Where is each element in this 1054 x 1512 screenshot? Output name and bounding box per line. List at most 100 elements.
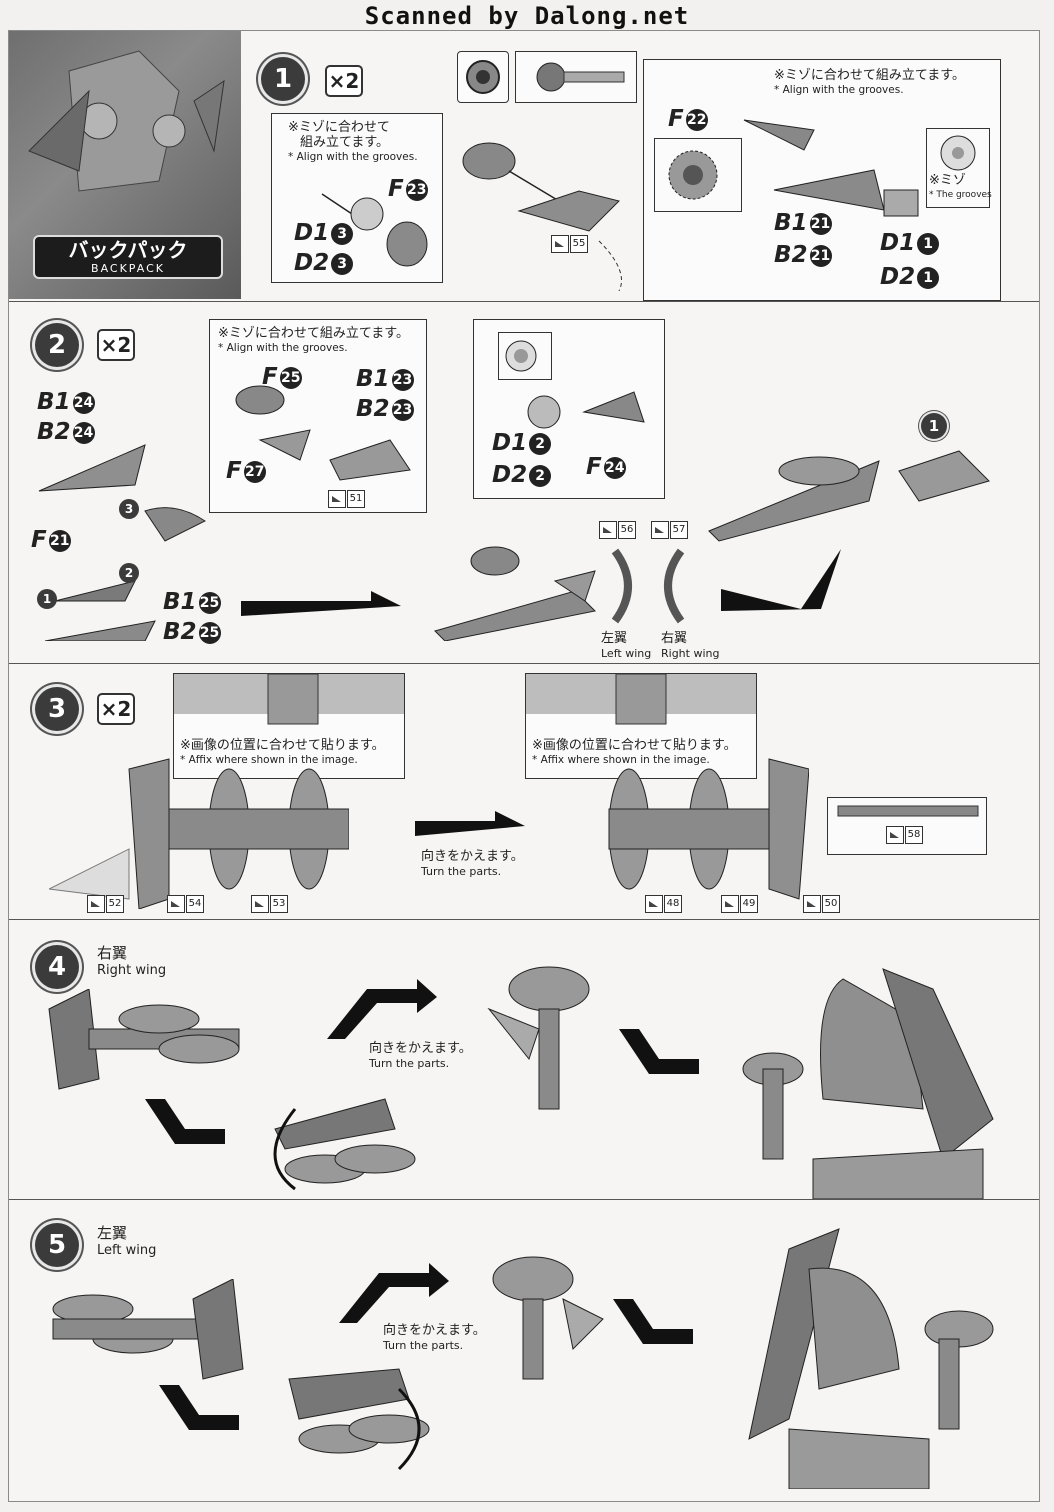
step-number: 2 [35, 323, 79, 367]
sticker-detail-callout: 58 [827, 797, 987, 855]
step-label-jp: 右翼 [97, 944, 128, 962]
left-wing-en: Left wing [601, 647, 652, 660]
groove-note: ※ミゾ * The grooves [929, 173, 992, 203]
step-number: 3 [35, 687, 79, 731]
sticker-number: 58 [905, 826, 923, 844]
sticker-icon [167, 895, 185, 913]
step-number: 5 [35, 1223, 79, 1267]
affix-callout-left: ※画像の位置に合わせて貼ります。 * Affix where shown in … [173, 673, 405, 779]
wing-sticker-arcs [611, 548, 685, 624]
turn-note-en: Turn the parts. [421, 865, 502, 878]
part-number: 21 [809, 245, 832, 267]
part-letter: F [262, 364, 278, 390]
detail-circle-callout [457, 51, 509, 103]
section-divider [9, 301, 1039, 302]
sticker-icon [721, 895, 739, 913]
section-divider [9, 1199, 1039, 1200]
part-letter: B1 [163, 589, 197, 615]
next-arrow [241, 591, 401, 616]
turn-note-jp: 向きをかえます。 [369, 1041, 472, 1056]
step-number: 1 [261, 57, 305, 101]
part-letter: D1 [492, 430, 528, 456]
wing-side-view-drawing [492, 1256, 604, 1380]
backpack-attach-right-drawing [742, 968, 994, 1199]
part-letter: D1 [294, 220, 330, 246]
part-number: 21 [809, 213, 832, 235]
quantity-badge: ×2 [325, 65, 363, 97]
part-number: 23 [405, 179, 428, 201]
next-arrow [159, 1385, 239, 1430]
part-number: 23 [391, 369, 414, 391]
sticker-ref: 51 [328, 490, 365, 508]
align-note-jp-b: 組み立てます。 [300, 135, 390, 150]
part-number: 27 [243, 461, 266, 483]
turn-note-en: Turn the parts. [369, 1057, 450, 1070]
wing-body-drawing [434, 546, 597, 641]
sticker-icon [328, 490, 346, 508]
groove-detail: ※ミゾ * The grooves [926, 128, 992, 208]
step-1-band: バックパック BACKPACK 1 ×2 ※ミゾに合わせて 組み立てます。 * … [9, 31, 1039, 301]
part-number: 2 [529, 433, 552, 455]
turn-note: 向きをかえます。 Turn the parts. [421, 849, 524, 879]
wing-underside-drawing [49, 758, 349, 909]
next-arrow [327, 979, 437, 1039]
turn-note: 向きをかえます。 Turn the parts. [383, 1323, 486, 1353]
quantity-badge: ×2 [97, 693, 135, 725]
sticker-icon [87, 895, 105, 913]
part-letter: F [388, 176, 404, 202]
wing-rotate-drawing [288, 1368, 430, 1471]
turn-note-jp: 向きをかえます。 [421, 849, 524, 864]
align-note: ※ミゾに合わせて組み立てます。 * Align with the grooves… [774, 68, 965, 98]
part-number: 24 [72, 392, 95, 414]
affix-note-en: * Affix where shown in the image. [180, 754, 358, 766]
affix-note-jp: ※画像の位置に合わせて貼ります。 [180, 738, 385, 753]
part-letter: B1 [774, 210, 808, 236]
section-divider [9, 919, 1039, 920]
sticker-icon [551, 235, 569, 253]
right-wing-drawing [48, 989, 240, 1090]
affix-note-en: * Affix where shown in the image. [532, 754, 710, 766]
part-number: 1 [917, 233, 940, 255]
sticker-number: 51 [347, 490, 365, 508]
groove-note-en: * The grooves [929, 190, 992, 200]
step-label: 右翼 Right wing [97, 945, 166, 979]
part-letter: B2 [37, 419, 71, 445]
next-arrow [619, 1029, 699, 1074]
align-note-en: * Align with the grooves. [288, 151, 418, 163]
part-number: 24 [72, 422, 95, 444]
step-number: 4 [35, 945, 79, 989]
wing-rotate-drawing [273, 1098, 416, 1191]
gear-detail [654, 138, 742, 212]
part-number: 22 [685, 109, 708, 131]
left-wing-label: 左翼 Left wing [601, 631, 651, 661]
sticker-icon [251, 895, 269, 913]
right-wing-label: 右翼 Right wing [661, 631, 719, 661]
part-number: 23 [391, 399, 414, 421]
part-letter: D2 [492, 462, 528, 488]
sticker-number: 50 [822, 895, 840, 913]
assembled-wing-drawing [708, 450, 990, 542]
part-letter: F [586, 454, 602, 480]
next-arrow [339, 1263, 449, 1323]
sticker-icon [886, 826, 904, 844]
turn-note-en: Turn the parts. [383, 1339, 464, 1352]
affix-note-jp: ※画像の位置に合わせて貼ります。 [532, 738, 737, 753]
sticker-number: 56 [618, 521, 636, 539]
step1-right-callout: ※ミゾに合わせて組み立てます。 * Align with the grooves… [643, 59, 1001, 301]
step-3-band: 3 ×2 ※画像の位置に合わせて貼ります。 * Affix where show… [9, 663, 1039, 919]
instruction-sheet: バックパック BACKPACK 1 ×2 ※ミゾに合わせて 組み立てます。 * … [8, 30, 1040, 1502]
section-divider [9, 663, 1039, 664]
align-note: ※ミゾに合わせて 組み立てます。 * Align with the groove… [288, 120, 418, 165]
step-label-en: Right wing [97, 963, 167, 978]
